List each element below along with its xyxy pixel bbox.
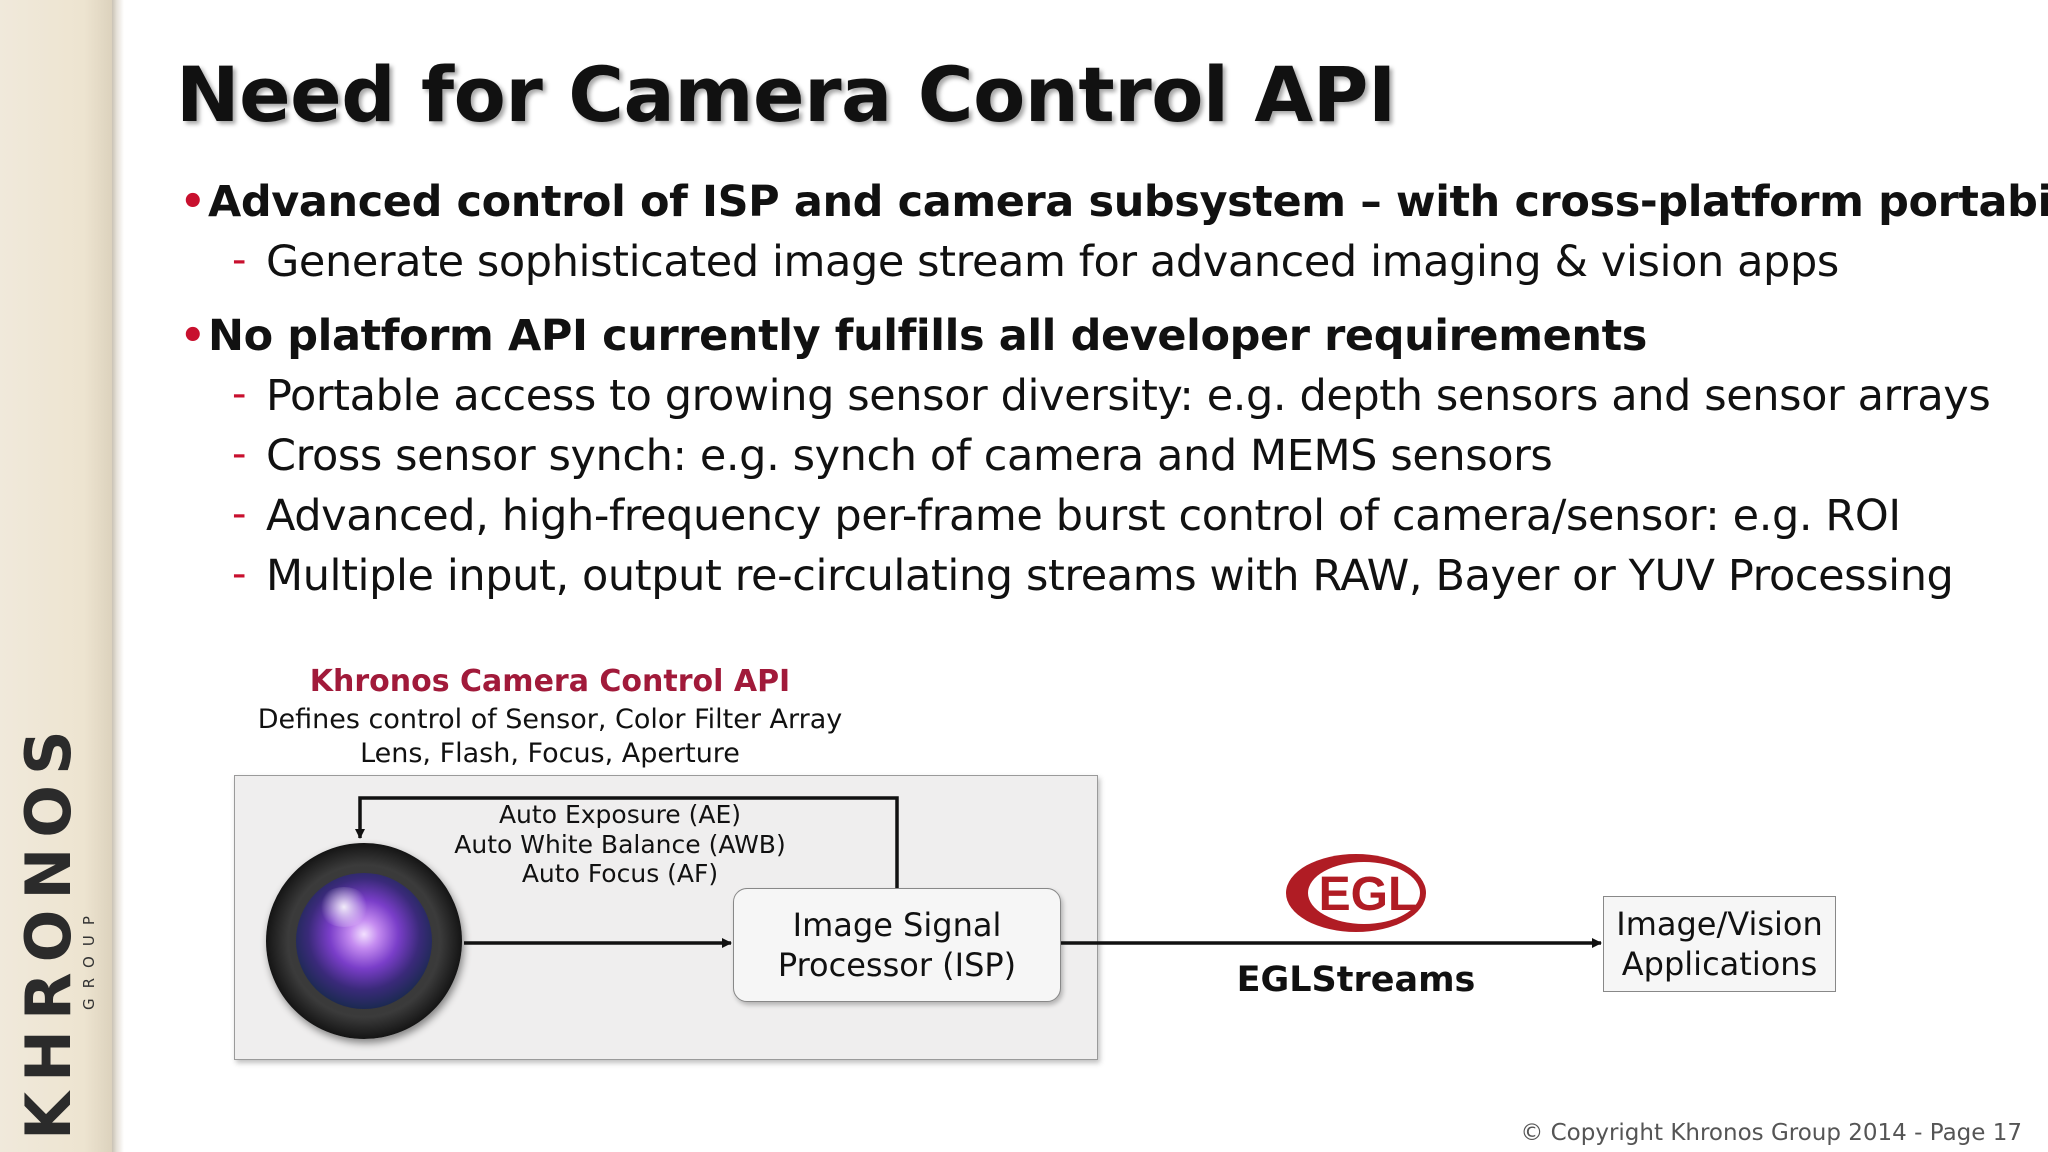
dash-icon: - [232, 431, 247, 477]
slide-title: Need for Camera Control API [176, 50, 1396, 139]
apps-box: Image/Vision Applications [1603, 896, 1836, 992]
apps-label-line: Applications [1621, 945, 1818, 983]
eglstreams-label: EGLStreams [1236, 960, 1476, 1000]
sub-bullet-item: -Cross sensor synch: e.g. synch of camer… [176, 426, 2016, 486]
bullet-item: •No platform API currently fulfills all … [176, 306, 2016, 366]
bullet-dot-icon: • [180, 179, 206, 225]
sub-bullet-text: Cross sensor synch: e.g. synch of camera… [266, 431, 1553, 481]
api-description: Defines control of Sensor, Color Filter … [230, 703, 870, 771]
dash-icon: - [232, 237, 247, 283]
feedback-line: Auto Focus (AF) [521, 859, 719, 888]
api-desc-line: Lens, Flash, Focus, Aperture [360, 738, 740, 769]
dash-icon: - [232, 371, 247, 417]
bullet-text: Advanced control of ISP and camera subsy… [208, 177, 2048, 227]
feedback-label: Auto Exposure (AE) Auto White Balance (A… [430, 800, 810, 889]
khronos-logo-subtext: GROUP [80, 906, 98, 1010]
api-title: Khronos Camera Control API [309, 664, 791, 699]
bullet-dot-icon: • [180, 313, 206, 359]
sub-bullet-text: Portable access to growing sensor divers… [266, 371, 1991, 421]
sub-bullet-text: Advanced, high-frequency per-frame burst… [266, 491, 1901, 541]
dash-icon: - [232, 491, 247, 537]
sub-bullet-item: -Advanced, high-frequency per-frame burs… [176, 486, 2016, 546]
khronos-logo: KHRONOS GROUP [12, 700, 98, 1140]
egl-logo-text: EGL [1319, 868, 1418, 921]
bullet-item: •Advanced control of ISP and camera subs… [176, 172, 2048, 232]
sub-bullet-item: -Portable access to growing sensor diver… [176, 366, 2016, 426]
apps-label-line: Image/Vision [1616, 905, 1823, 943]
sub-bullet-item: -Multiple input, output re-circulating s… [176, 546, 2016, 606]
dash-icon: - [232, 551, 247, 597]
khronos-logo-text: KHRONOS [12, 720, 85, 1140]
sidebar [0, 0, 112, 1152]
footer-copyright: © Copyright Khronos Group 2014 - Page 17 [1520, 1120, 2022, 1146]
feedback-line: Auto Exposure (AE) [498, 800, 742, 829]
sub-bullet-text: Generate sophisticated image stream for … [266, 237, 1839, 287]
sidebar-shadow [112, 0, 124, 1152]
egl-logo: EGL [1286, 854, 1426, 932]
isp-label-line: Image Signal [792, 906, 1002, 944]
bullet-list: •Advanced control of ISP and camera subs… [176, 172, 2048, 606]
sub-bullet-text: Multiple input, output re-circulating st… [266, 551, 1954, 601]
isp-box: Image Signal Processor (ISP) [733, 888, 1061, 1002]
feedback-line: Auto White Balance (AWB) [454, 829, 786, 859]
api-desc-line: Defines control of Sensor, Color Filter … [257, 704, 843, 735]
sub-bullet-item: -Generate sophisticated image stream for… [176, 232, 2016, 292]
bullet-text: No platform API currently fulfills all d… [208, 311, 1647, 361]
isp-label-line: Processor (ISP) [777, 946, 1017, 984]
